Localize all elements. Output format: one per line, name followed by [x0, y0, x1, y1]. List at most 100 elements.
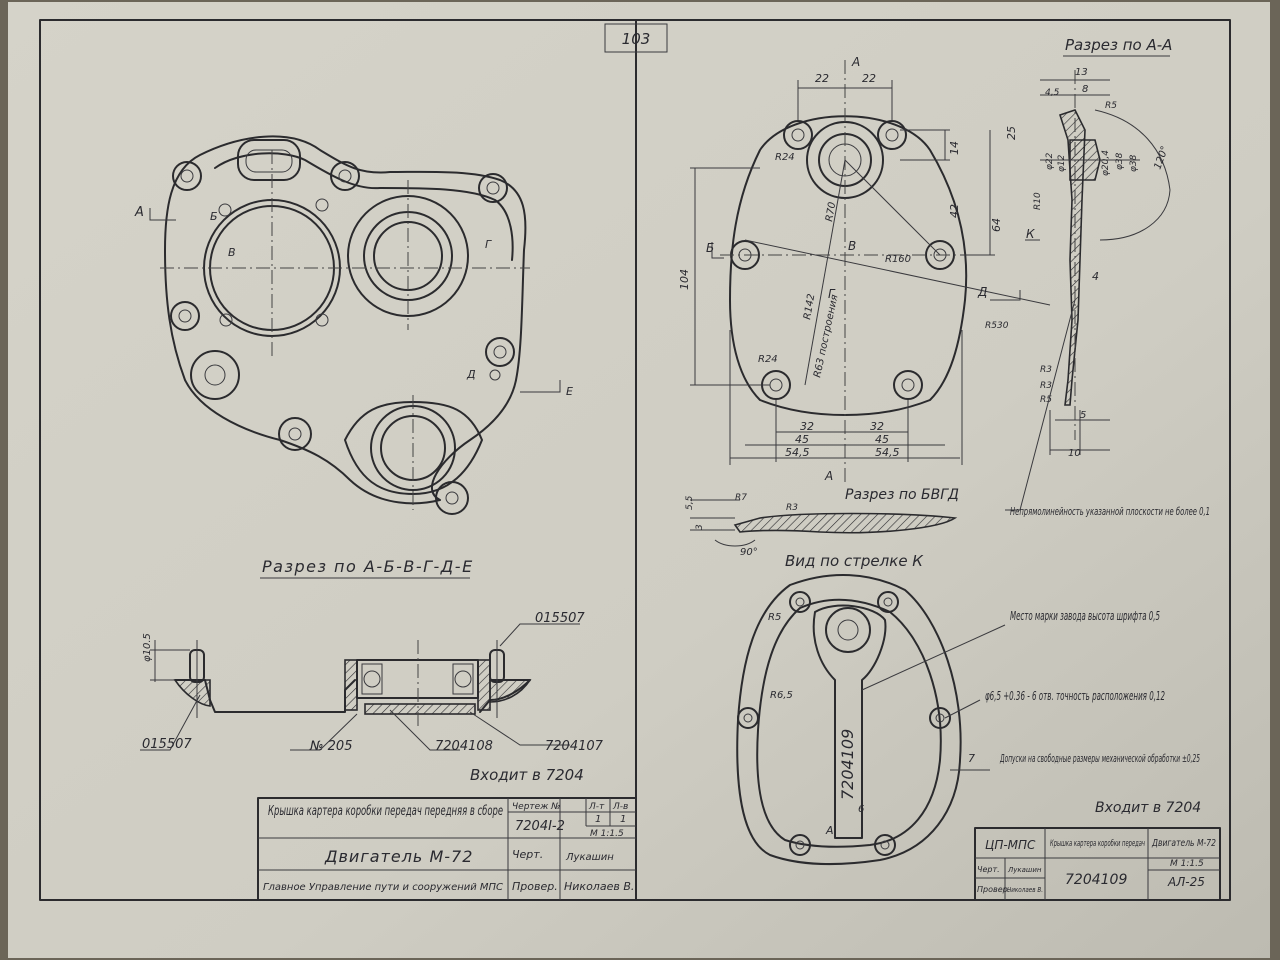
part-015507-left: 015507	[142, 737, 192, 752]
dim-r530: R530	[985, 321, 1009, 331]
marker-g: Г	[485, 238, 492, 251]
note-flatness-1: Непрямолинейность указанной плоскости не…	[1010, 505, 1210, 518]
dim-22-right: 22	[862, 72, 876, 85]
mark-b: Б	[706, 241, 714, 255]
mark-d: Д	[977, 285, 987, 299]
title-left-drawing-no: 7204І-2	[515, 819, 565, 834]
title-left-drawing-label: Чертеж №	[512, 802, 561, 812]
dim-104: 104	[678, 269, 691, 290]
dim-aa-phi22: φ22	[1045, 152, 1055, 170]
marker-d: Д	[466, 368, 476, 381]
page-number-box	[604, 23, 668, 53]
dim-aa-phi38-a: φ38	[1115, 152, 1125, 170]
dim-32-right: 32	[870, 420, 884, 433]
dim-bvgd-r3: R3	[786, 503, 798, 513]
paper-background	[8, 2, 1270, 958]
dim-aa-phi12: φ12	[1057, 154, 1067, 172]
dim-r24-bottom: R24	[758, 354, 778, 365]
part-7204107: 7204107	[545, 739, 604, 754]
view-k-mark-a: А	[825, 824, 834, 837]
dim-bvgd-3: 3	[695, 524, 705, 530]
dim-r24-top: R24	[775, 152, 795, 163]
dim-aa-8: 8	[1082, 84, 1088, 95]
title-left-scale: М 1:1.5	[590, 829, 624, 839]
dim-32-left: 32	[800, 420, 814, 433]
part-205: № 205	[309, 739, 352, 754]
marker-v: В	[228, 246, 236, 259]
title-left-org: Главное Управление пути и сооружений МПС	[263, 882, 503, 893]
dim-45-right: 45	[875, 433, 889, 446]
title-right-scale: М 1:1.5	[1170, 859, 1204, 869]
dim-45-left: 45	[795, 433, 809, 446]
dim-aa-4-5: 4,5	[1045, 88, 1060, 98]
section-aa-title: Разрез по А-А	[1065, 36, 1172, 54]
cover-front-view	[690, 60, 1051, 485]
dim-aa-phi20-4: φ20,4	[1101, 150, 1111, 176]
dim-bvgd-r7: R7	[735, 493, 747, 503]
dim-64: 64	[990, 218, 1003, 232]
mark-a-bottom: А	[824, 469, 833, 483]
dim-25: 25	[1005, 126, 1018, 140]
assembly-front-view	[149, 135, 561, 515]
dim-aa-5: 5	[1080, 410, 1086, 421]
title-left-checked-name: Николаев В.	[564, 880, 634, 893]
page-number: 103	[622, 30, 651, 48]
included-in-left: Входит в 7204	[470, 766, 584, 784]
dim-pin-diameter: φ10.5	[142, 633, 153, 662]
title-left-drawn-sig: Лукашин	[565, 852, 614, 863]
dim-aa-r5-bottom: R5	[1040, 395, 1052, 405]
note-mark-place: Место марки завода высота шрифта 0,5	[1010, 609, 1160, 623]
title-left-sheets: 1	[620, 814, 626, 825]
dim-r142: R142	[802, 293, 817, 321]
note-holes: φ6,5 +0.36 - 6 отв. точность расположени…	[985, 689, 1165, 703]
dim-aa-r5-top: R5	[1105, 101, 1117, 111]
included-in-right: Входит в 7204	[1095, 800, 1201, 816]
dim-bvgd-90deg: 90°	[740, 547, 758, 558]
dim-aa-phi38-b: φ38	[1129, 154, 1139, 172]
dim-k-6: 6	[858, 804, 864, 815]
title-right-drawing-no: 7204109	[1065, 872, 1127, 888]
dim-aa-r10: R10	[1033, 192, 1043, 210]
dim-54-5-left: 54,5	[785, 446, 810, 459]
title-left-engine: Двигатель М-72	[324, 847, 473, 866]
section-bvgd-title: Разрез по БВГД	[845, 487, 959, 503]
part-marking: 7204109	[838, 729, 857, 800]
title-left-sheets-label: Л-в	[612, 802, 628, 812]
view-k-title: Вид по стрелке К	[785, 552, 924, 570]
marker-b: Б	[210, 210, 218, 223]
title-right-checked-name: Николаев В.	[1007, 886, 1043, 894]
assembly-section-view	[140, 623, 580, 751]
section-a-mark: А	[134, 205, 144, 220]
title-right-org: ЦП-МПС	[985, 838, 1036, 852]
mark-v: В	[848, 239, 856, 253]
dim-aa-13: 13	[1075, 67, 1088, 78]
section-aa-profile	[1040, 70, 1171, 455]
title-block-right	[974, 827, 1221, 901]
dim-k-r6-5: R6,5	[770, 690, 793, 701]
dim-42: 42	[948, 204, 961, 218]
title-right-sheet-code: АЛ-25	[1167, 875, 1205, 889]
dim-k-r5: R5	[768, 612, 781, 623]
dim-aa-r3-a: R3	[1040, 365, 1052, 375]
part-7204108: 7204108	[435, 739, 493, 754]
dim-aa-4: 4	[1092, 270, 1099, 283]
dim-r70: R70	[824, 201, 838, 222]
mark-g: Г	[828, 287, 836, 301]
title-right-name: Крышка картера коробки передач	[1050, 839, 1145, 849]
mark-k: К	[1026, 227, 1035, 241]
title-left-sheet: 1	[595, 814, 601, 825]
dim-22-left: 22	[815, 72, 829, 85]
dim-bvgd-5-5: 5,5	[685, 495, 695, 510]
view-k-drawing	[736, 574, 1006, 865]
part-015507-right: 015507	[535, 611, 585, 626]
section-title-left: Разрез по А-Б-В-Г-Д-Е	[262, 557, 474, 576]
dim-aa-r3-b: R3	[1040, 381, 1052, 391]
dim-r160: R160	[885, 254, 911, 265]
title-block-left	[257, 797, 637, 901]
mark-a-top: А	[851, 55, 860, 69]
section-bvgd-profile	[690, 499, 958, 547]
dim-aa-10: 10	[1068, 448, 1081, 459]
title-right-engine: Двигатель М-72	[1151, 838, 1216, 849]
marker-e: Е	[566, 385, 573, 398]
